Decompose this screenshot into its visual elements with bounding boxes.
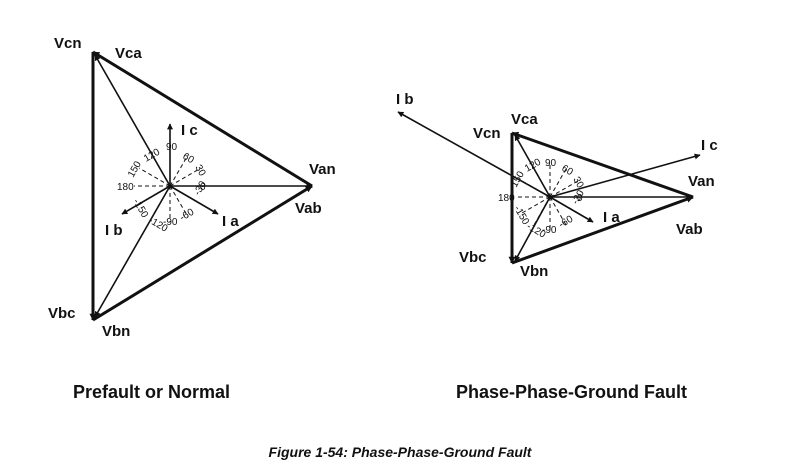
left-ia-phasor <box>169 185 219 215</box>
right-vbn-phasor <box>514 196 551 262</box>
left-vab-phasor <box>92 184 313 322</box>
right-ic-phasor <box>549 153 701 198</box>
left-label-vbn: Vbn <box>102 323 130 340</box>
right-angle-180: 180 <box>498 193 515 204</box>
left-angle-m60: -60 <box>178 207 196 224</box>
left-label-van: Van <box>309 161 336 178</box>
left-angle-m30: -30 <box>192 179 209 197</box>
left-angle-m150: -150 <box>130 197 150 220</box>
right-vab-phasor <box>511 195 694 265</box>
left-angle-150: 150 <box>126 159 144 179</box>
left-label-ic: I c <box>181 122 198 139</box>
right-ib-phasor <box>397 111 551 198</box>
right-diagram-title: Phase-Phase-Ground Fault <box>456 382 687 402</box>
left-angle-90: 90 <box>166 142 178 153</box>
right-phasor-diagram: 90 60 30 0 -30 -60 -90 -120 -150 180 150… <box>396 91 718 402</box>
right-angle-0: 0 <box>577 193 583 204</box>
right-label-vbc: Vbc <box>459 249 487 266</box>
left-angle-120: 120 <box>142 147 162 165</box>
left-label-ib: I b <box>105 222 123 239</box>
left-label-vbc: Vbc <box>48 305 76 322</box>
right-angle-60: 60 <box>560 163 576 178</box>
left-vca-phasor <box>92 50 313 188</box>
left-label-ia: I a <box>222 213 239 230</box>
left-label-vcn: Vcn <box>54 35 82 52</box>
right-label-ia: I a <box>603 209 620 226</box>
left-angle-m90: -90 <box>163 217 178 228</box>
right-angle-120: 120 <box>523 157 543 175</box>
right-vcn-phasor <box>514 134 551 198</box>
left-vbn-phasor <box>94 185 171 318</box>
left-diagram-title: Prefault or Normal <box>73 382 230 402</box>
left-angle-30: 30 <box>192 163 207 179</box>
right-label-vca: Vca <box>511 111 538 128</box>
right-label-vab: Vab <box>676 221 703 238</box>
left-angle-180: 180 <box>117 182 134 193</box>
right-label-vbn: Vbn <box>520 263 548 280</box>
right-ia-phasor <box>549 196 594 223</box>
figure-caption: Figure 1-54: Phase-Phase-Ground Fault <box>269 444 533 460</box>
right-angle-90: 90 <box>545 158 557 169</box>
right-angle-m60: -60 <box>557 214 575 231</box>
left-ib-phasor <box>121 185 171 215</box>
right-label-vcn: Vcn <box>473 125 501 142</box>
left-vcn-phasor <box>94 54 171 187</box>
left-angle-0: 0 <box>200 182 206 193</box>
right-label-ib: I b <box>396 91 414 108</box>
right-angle-30: 30 <box>570 175 585 191</box>
right-angle-m90: -90 <box>542 225 557 236</box>
left-label-vca: Vca <box>115 45 142 62</box>
right-label-van: Van <box>688 173 715 190</box>
right-vca-phasor <box>511 131 694 199</box>
left-label-vab: Vab <box>295 200 322 217</box>
left-phasor-diagram: 90 60 30 0 -30 -60 -90 -120 -150 180 150… <box>48 35 336 402</box>
left-angle-60: 60 <box>181 151 197 166</box>
right-angle-rose <box>518 165 582 229</box>
right-label-ic: I c <box>701 137 718 154</box>
